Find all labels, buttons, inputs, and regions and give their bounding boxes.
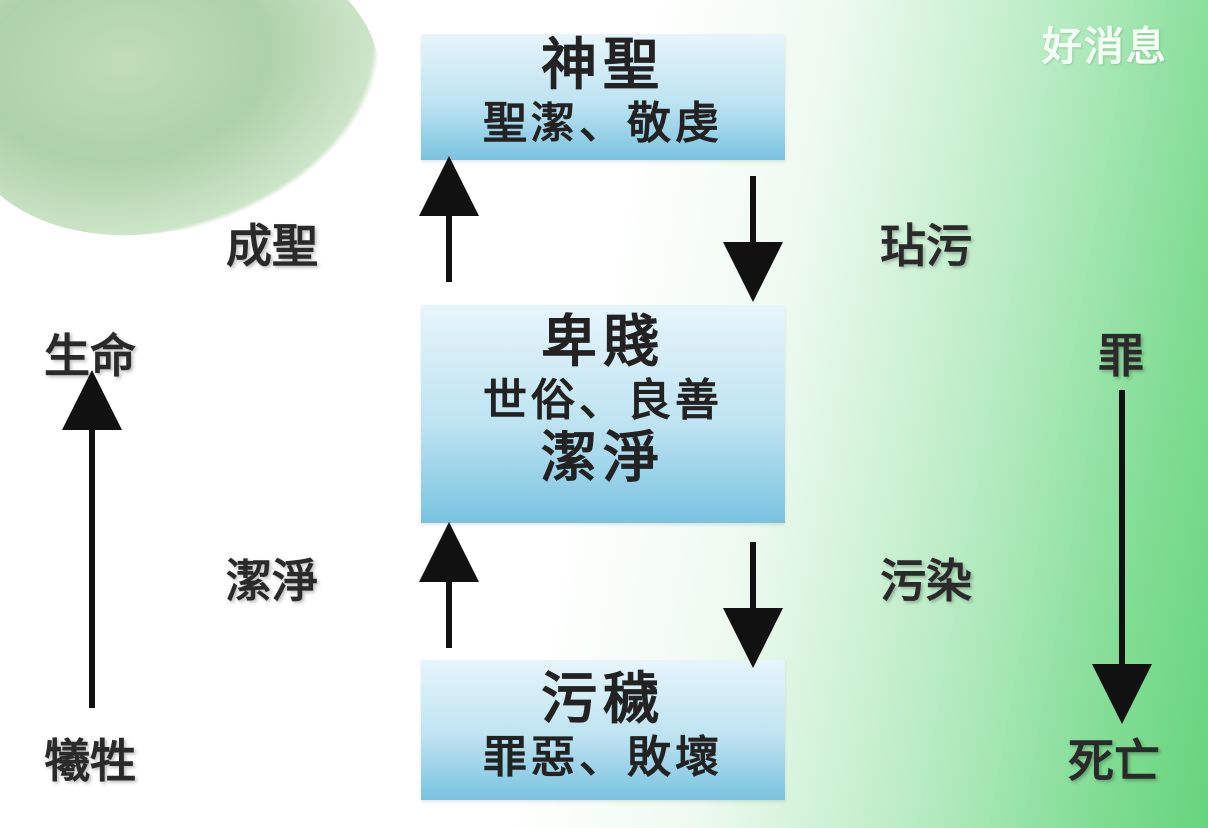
- box-common: 卑賤 世俗、良善 潔淨: [421, 305, 785, 523]
- label-defile: 玷污: [880, 219, 972, 273]
- box-unclean-title: 污穢: [541, 667, 665, 732]
- label-cleanse: 潔淨: [226, 554, 318, 608]
- box-holy-title: 神聖: [541, 33, 665, 98]
- box-common-subtitle: 世俗、良善: [483, 375, 723, 426]
- label-sin: 罪: [1098, 329, 1144, 383]
- label-sanctify: 成聖: [226, 219, 318, 273]
- box-unclean: 污穢 罪惡、敗壞: [421, 660, 785, 800]
- label-pollute: 污染: [880, 554, 972, 608]
- box-holy-subtitle: 聖潔、敬虔: [483, 98, 723, 149]
- box-unclean-subtitle: 罪惡、敗壞: [483, 732, 723, 783]
- label-death: 死亡: [1068, 734, 1160, 788]
- box-common-title: 卑賤: [541, 310, 665, 375]
- box-common-clean: 潔淨: [541, 426, 665, 491]
- label-sacrifice: 犧牲: [44, 734, 136, 788]
- corner-caption: 好消息: [1042, 24, 1168, 70]
- box-holy: 神聖 聖潔、敬虔: [421, 34, 785, 160]
